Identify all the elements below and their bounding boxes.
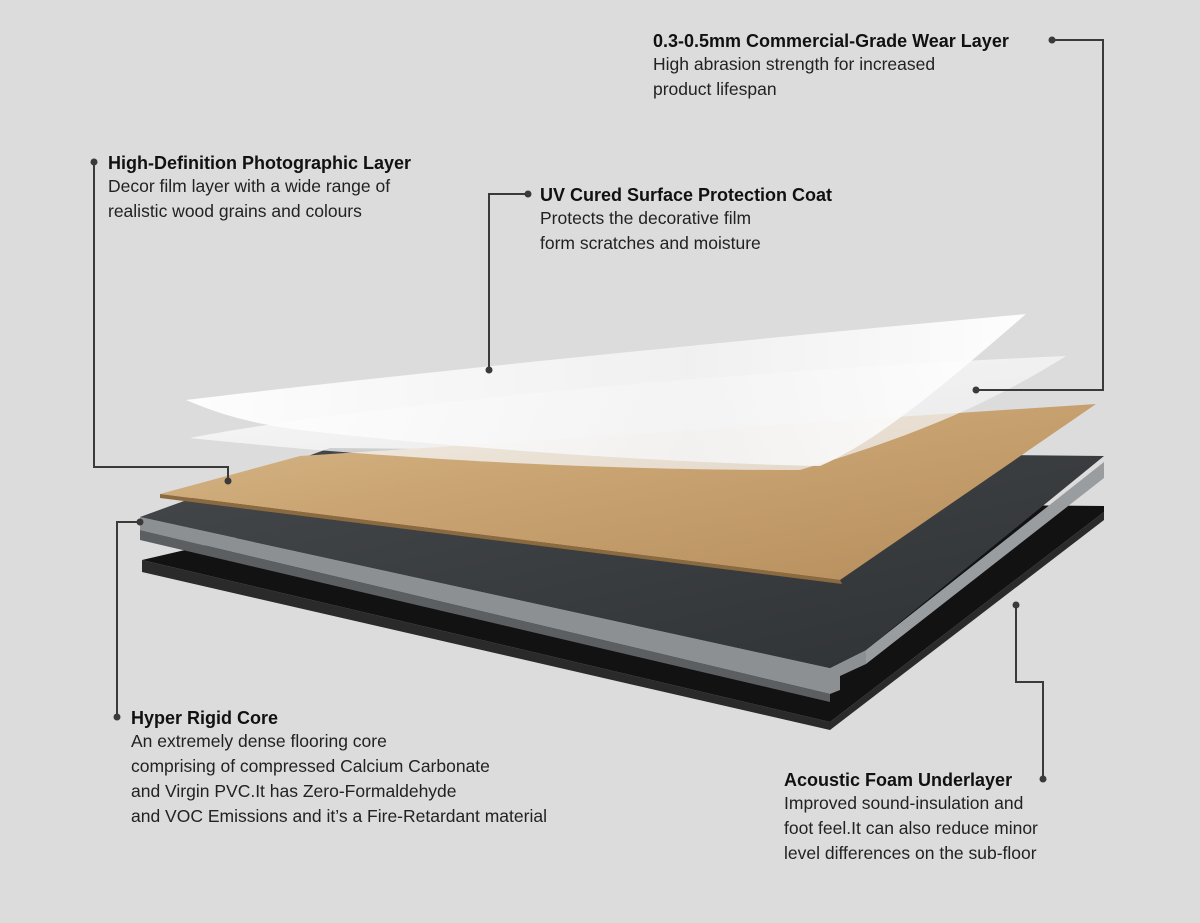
dot-uv-title (524, 190, 532, 198)
callout-text: High abrasion strength for increased (653, 54, 936, 74)
callout-text: and Virgin PVC.It has Zero-Formaldehyde (131, 781, 457, 801)
leader-dots (90, 36, 1056, 783)
leader-line-wear (976, 39, 1104, 391)
callout-text: product lifespan (653, 79, 777, 99)
leader-line-foam (1015, 605, 1044, 779)
callout-title: 0.3-0.5mm Commercial-Grade Wear Layer (653, 31, 1009, 51)
dot-foam-end (1012, 601, 1020, 609)
dot-wear-end (972, 386, 980, 394)
callout-text: level differences on the sub-floor (784, 843, 1037, 863)
rigid-core-edge (140, 517, 866, 694)
dot-core-end (136, 518, 144, 526)
leader-lines (93, 39, 1104, 779)
callout-wear-layer: 0.3-0.5mm Commercial-Grade Wear Layer Hi… (653, 30, 1009, 102)
callout-text: An extremely dense flooring core (131, 731, 387, 751)
dot-uv-end (485, 366, 493, 374)
callout-title: UV Cured Surface Protection Coat (540, 185, 833, 205)
callout-text: foot feel.It can also reduce minor (784, 818, 1038, 838)
callout-text: Decor film layer with a wide range of (108, 176, 391, 196)
callout-foam-underlayer: Acoustic Foam Underlayer Improved sound-… (784, 769, 1038, 866)
photographic-layer-edge (160, 494, 842, 584)
dot-photographic-title (90, 158, 98, 166)
callout-photographic-layer: High-Definition Photographic Layer Decor… (108, 152, 411, 224)
callout-text: realistic wood grains and colours (108, 201, 362, 221)
rigid-core-edge-right (866, 462, 1104, 664)
callout-rigid-core: Hyper Rigid Core An extremely dense floo… (131, 707, 547, 829)
leader-line-core (116, 521, 140, 717)
leader-line-uv (488, 193, 528, 370)
dot-photographic-end (224, 477, 232, 485)
dot-core-title (113, 713, 121, 721)
dot-foam-title (1039, 775, 1047, 783)
dot-wear-title (1048, 36, 1056, 44)
rigid-core-groove (140, 530, 830, 702)
callout-text: form scratches and moisture (540, 233, 761, 253)
callout-title: High-Definition Photographic Layer (108, 153, 412, 173)
uv-coat-shape (186, 314, 1026, 466)
callout-text: comprising of compressed Calcium Carbona… (131, 756, 490, 776)
callout-text: and VOC Emissions and it’s a Fire-Retard… (131, 806, 547, 826)
callout-uv-coat: UV Cured Surface Protection Coat Protect… (540, 184, 832, 256)
leader-line-photographic (93, 162, 229, 480)
callout-title: Hyper Rigid Core (131, 708, 279, 728)
callout-title: Acoustic Foam Underlayer (784, 770, 1013, 790)
callout-text: Improved sound-insulation and (784, 793, 1024, 813)
callout-text: Protects the decorative film (540, 208, 752, 228)
